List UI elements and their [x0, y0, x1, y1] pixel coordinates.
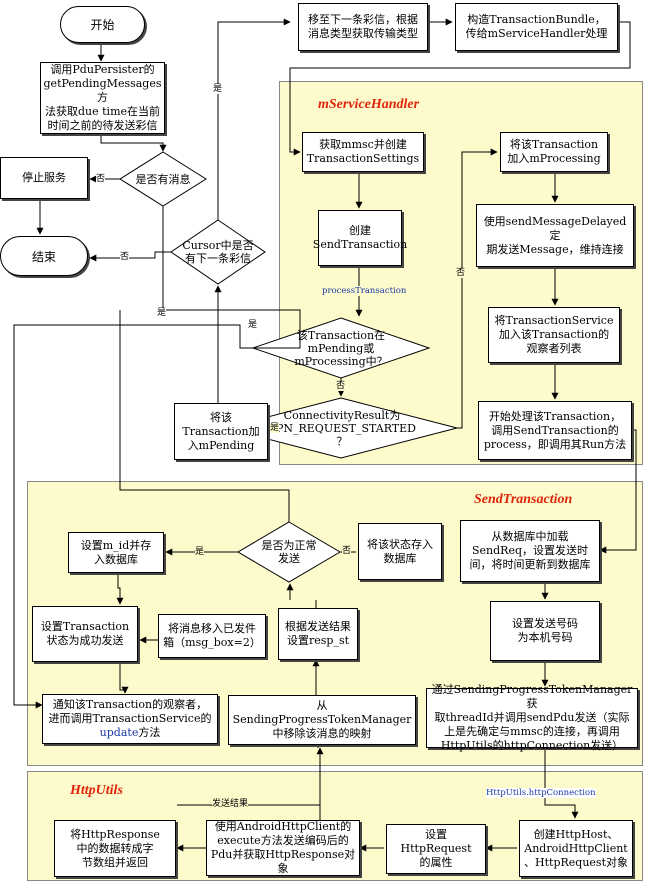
- send-pdu-box: 通过SendingProgressTokenManager获 取threadId…: [426, 683, 638, 752]
- set-success-box: 设置Transaction 状态为成功发送: [32, 606, 138, 662]
- remove-mapping-box: 从SendingProgressTokenManager 中移除该消息的映射: [228, 695, 416, 745]
- decision-cursor-next: [170, 219, 266, 285]
- label-http-connection: HttpUtils.httpConnection: [486, 788, 596, 798]
- set-request-box: 设置HttpRequest 的属性: [386, 824, 486, 874]
- notify-observers-box: 通知该Transaction的观察者， 进而调用TransactionServi…: [42, 694, 218, 744]
- decision-send-ok: [237, 521, 341, 583]
- in-pending-text: 该Transaction在 mPending或 mProcessing中？: [294, 328, 388, 368]
- label-yes-send-ok: 是: [195, 547, 205, 557]
- label-no-in-pending: 否: [336, 381, 346, 391]
- label-no-connectivity: 否: [456, 268, 466, 278]
- add-processing-box: 将该Transaction 加入mProcessing: [500, 132, 608, 172]
- notify-observers-text: 通知该Transaction的观察者， 进而调用TransactionServi…: [48, 698, 212, 725]
- notify-method-suffix: 方法: [138, 726, 161, 739]
- panel-title-httputils: HttpUtils: [70, 783, 123, 798]
- label-yes-cursor: 是: [213, 84, 223, 94]
- get-pending-messages-box: 调用PduPersister的 getPendingMessages方 法获取d…: [40, 62, 165, 134]
- start-node: 开始: [60, 6, 145, 43]
- label-yes-in-pending: 是: [248, 320, 258, 330]
- send-ok-text: 是否为正常 发送: [261, 539, 317, 565]
- load-sendreq-box: 从数据库中加载 SendReq，设置发送时 间，将时间更新到数据库: [460, 520, 600, 582]
- connectivity-text: ConnectivityResult为 APN_REQUEST_STARTED …: [268, 408, 416, 448]
- add-pending-box: 将该 Transaction加 入mPending: [174, 403, 268, 460]
- label-process-transaction: processTransaction: [322, 286, 407, 296]
- has-messages-text: 是否有消息: [135, 172, 191, 186]
- update-method-link: update: [99, 726, 139, 739]
- panel-title-mservicehandler: mServiceHandler: [318, 97, 420, 112]
- label-yes-connectivity: 是: [270, 423, 280, 433]
- notify-observers-method: update方法: [100, 726, 161, 740]
- label-no-send-ok: 否: [342, 546, 352, 556]
- set-resp-box: 根据发送结果 设置resp_st: [278, 608, 358, 660]
- label-send-result: 发送结果: [212, 799, 249, 809]
- set-number-box: 设置发送号码 为本机号码: [490, 601, 600, 661]
- create-sendtransaction-box: 创建 SendTransaction: [313, 210, 407, 266]
- stop-service-box: 停止服务: [0, 157, 88, 199]
- add-observer-box: 将TransactionService 加入该Transaction的 观察者列…: [488, 307, 620, 363]
- label-no-cursor: 否: [120, 252, 130, 262]
- create-httphost-box: 创建HttpHost、 AndroidHttpClient 、HttpReque…: [519, 820, 633, 877]
- move-next-box: 移至下一条彩信，根据 消息类型获取传输类型: [298, 3, 428, 51]
- start-process-box: 开始处理该Transaction， 调用SendTransaction的 pro…: [478, 401, 632, 460]
- set-mid-box: 设置m_id并存 入数据库: [68, 532, 164, 573]
- send-delayed-box: 使用sendMessageDelayed定 期发送Message，维持连接: [476, 204, 634, 267]
- label-no-has-messages: 否: [96, 174, 106, 184]
- move-sent-box: 将消息移入已发件 箱（msg_box=2）: [158, 614, 266, 658]
- cursor-next-text: Cursor中是否 有下一条彩信: [182, 239, 254, 265]
- save-status-box: 将该状态存入 数据库: [358, 523, 442, 580]
- execute-box: 使用AndroidHttpClient的 execute方法发送编码后的 Pdu…: [206, 820, 360, 876]
- end-node: 结束: [0, 236, 88, 276]
- get-mmsc-box: 获取mmsc并创建 TransactionSettings: [302, 132, 424, 172]
- build-bundle-box: 构造TransactionBundle， 传给mServiceHandler处理: [455, 3, 618, 51]
- panel-title-sendtransaction: SendTransaction: [474, 492, 573, 507]
- convert-response-box: 将HttpResponse 中的数据转成字 节数组并返回: [54, 820, 176, 877]
- label-yes-has-messages: 是: [157, 308, 167, 318]
